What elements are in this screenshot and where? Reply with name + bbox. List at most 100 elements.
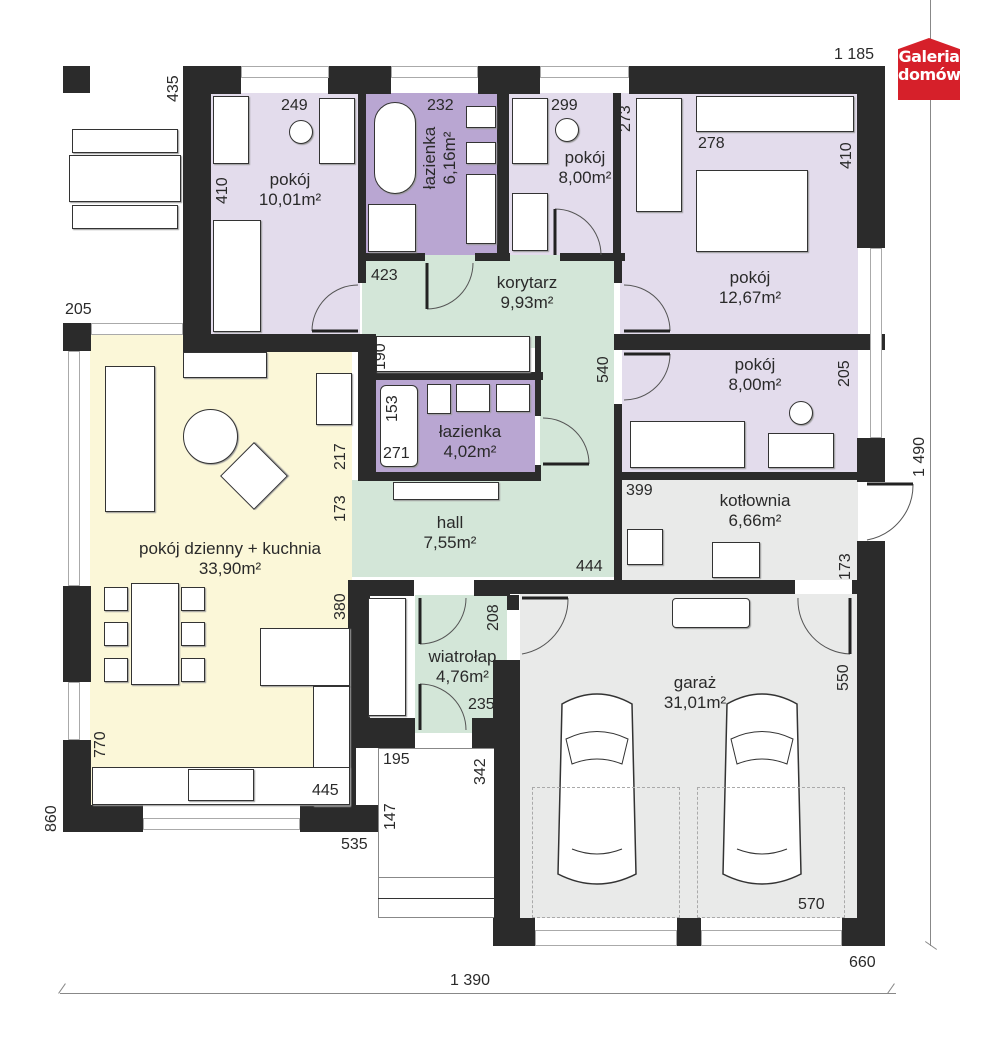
wall bbox=[300, 805, 380, 832]
chair bbox=[181, 658, 205, 682]
chair bbox=[181, 587, 205, 611]
wall bbox=[560, 253, 625, 261]
dim-1185: 1 185 bbox=[834, 46, 875, 63]
wall bbox=[63, 805, 143, 832]
wall bbox=[358, 372, 543, 380]
chair-round bbox=[289, 120, 313, 144]
room-wiatrolap bbox=[415, 595, 507, 733]
garage-door[interactable] bbox=[535, 930, 677, 946]
dim-444: 444 bbox=[576, 558, 603, 575]
double-bed bbox=[696, 170, 808, 252]
wall bbox=[493, 918, 535, 946]
outdoor-table bbox=[69, 155, 181, 202]
logo-text-line1: Galeria bbox=[898, 47, 960, 66]
window bbox=[241, 66, 329, 78]
utility-sink bbox=[712, 542, 760, 578]
wall bbox=[852, 580, 885, 594]
wall bbox=[358, 472, 541, 481]
dim-249: 249 bbox=[281, 97, 308, 114]
door-swing bbox=[311, 284, 359, 333]
wall bbox=[497, 93, 509, 261]
wall bbox=[493, 660, 520, 946]
wall bbox=[478, 66, 540, 94]
window bbox=[391, 66, 478, 78]
door-swing bbox=[797, 597, 852, 655]
wall bbox=[614, 334, 885, 350]
dim-195: 195 bbox=[383, 751, 410, 768]
dim-205-right: 205 bbox=[836, 360, 853, 387]
dim-410-left: 410 bbox=[214, 177, 231, 204]
dim-399: 399 bbox=[626, 482, 653, 499]
wall bbox=[328, 66, 391, 94]
wall bbox=[480, 580, 795, 594]
tv-cabinet bbox=[183, 352, 267, 378]
chair bbox=[181, 622, 205, 646]
dim-232: 232 bbox=[427, 97, 454, 114]
shoe-cabinet bbox=[393, 482, 499, 500]
window bbox=[540, 66, 629, 78]
wall bbox=[63, 586, 91, 682]
parking-zone bbox=[532, 787, 680, 918]
wall bbox=[842, 918, 885, 946]
door-swing bbox=[521, 596, 569, 655]
sink bbox=[456, 384, 490, 412]
desk bbox=[319, 98, 355, 164]
chair bbox=[104, 622, 128, 646]
sofa bbox=[105, 366, 155, 512]
wall bbox=[472, 718, 520, 748]
bed bbox=[636, 98, 682, 212]
wall bbox=[360, 718, 415, 748]
outdoor-bench bbox=[72, 129, 178, 153]
dim-423: 423 bbox=[371, 267, 398, 284]
desk bbox=[768, 433, 834, 468]
wall bbox=[857, 438, 885, 482]
kitchen-island bbox=[260, 628, 350, 686]
entry-steps bbox=[378, 748, 494, 918]
dim-205-top: 205 bbox=[65, 301, 92, 318]
dim-tick bbox=[924, 941, 938, 950]
dim-line-vertical bbox=[930, 0, 931, 946]
bathtub bbox=[380, 385, 418, 467]
dim-217: 217 bbox=[332, 443, 349, 470]
wall bbox=[677, 918, 701, 946]
wall bbox=[622, 472, 885, 480]
chair-round bbox=[555, 118, 579, 142]
dim-208: 208 bbox=[485, 604, 502, 631]
dim-770: 770 bbox=[92, 731, 109, 758]
garage-door[interactable] bbox=[701, 930, 842, 946]
wardrobe bbox=[696, 96, 854, 132]
door-swing bbox=[623, 352, 671, 401]
dim-550: 550 bbox=[835, 664, 852, 691]
dim-342: 342 bbox=[472, 758, 489, 785]
dim-1490: 1 490 bbox=[911, 436, 928, 477]
dim-173-right: 173 bbox=[837, 553, 854, 580]
dining-table bbox=[131, 583, 179, 685]
dim-535: 535 bbox=[341, 836, 368, 853]
dim-299: 299 bbox=[551, 97, 578, 114]
dim-235: 235 bbox=[468, 696, 495, 713]
galeria-domow-logo[interactable]: Galeria domów bbox=[898, 38, 960, 100]
dim-410-right: 410 bbox=[838, 142, 855, 169]
dim-435: 435 bbox=[165, 75, 182, 102]
window bbox=[143, 818, 300, 830]
chair-round bbox=[789, 401, 813, 425]
boiler bbox=[627, 529, 663, 565]
dim-445: 445 bbox=[312, 782, 339, 799]
dim-660: 660 bbox=[849, 954, 876, 971]
chair bbox=[104, 658, 128, 682]
dim-line-horizontal bbox=[60, 993, 896, 994]
wall bbox=[857, 66, 885, 248]
dim-380: 380 bbox=[332, 593, 349, 620]
cabinet bbox=[512, 193, 548, 251]
logo-text-line2: domów bbox=[898, 65, 961, 84]
door-swing bbox=[418, 597, 467, 645]
wall bbox=[365, 253, 425, 261]
dim-173-left: 173 bbox=[332, 495, 349, 522]
